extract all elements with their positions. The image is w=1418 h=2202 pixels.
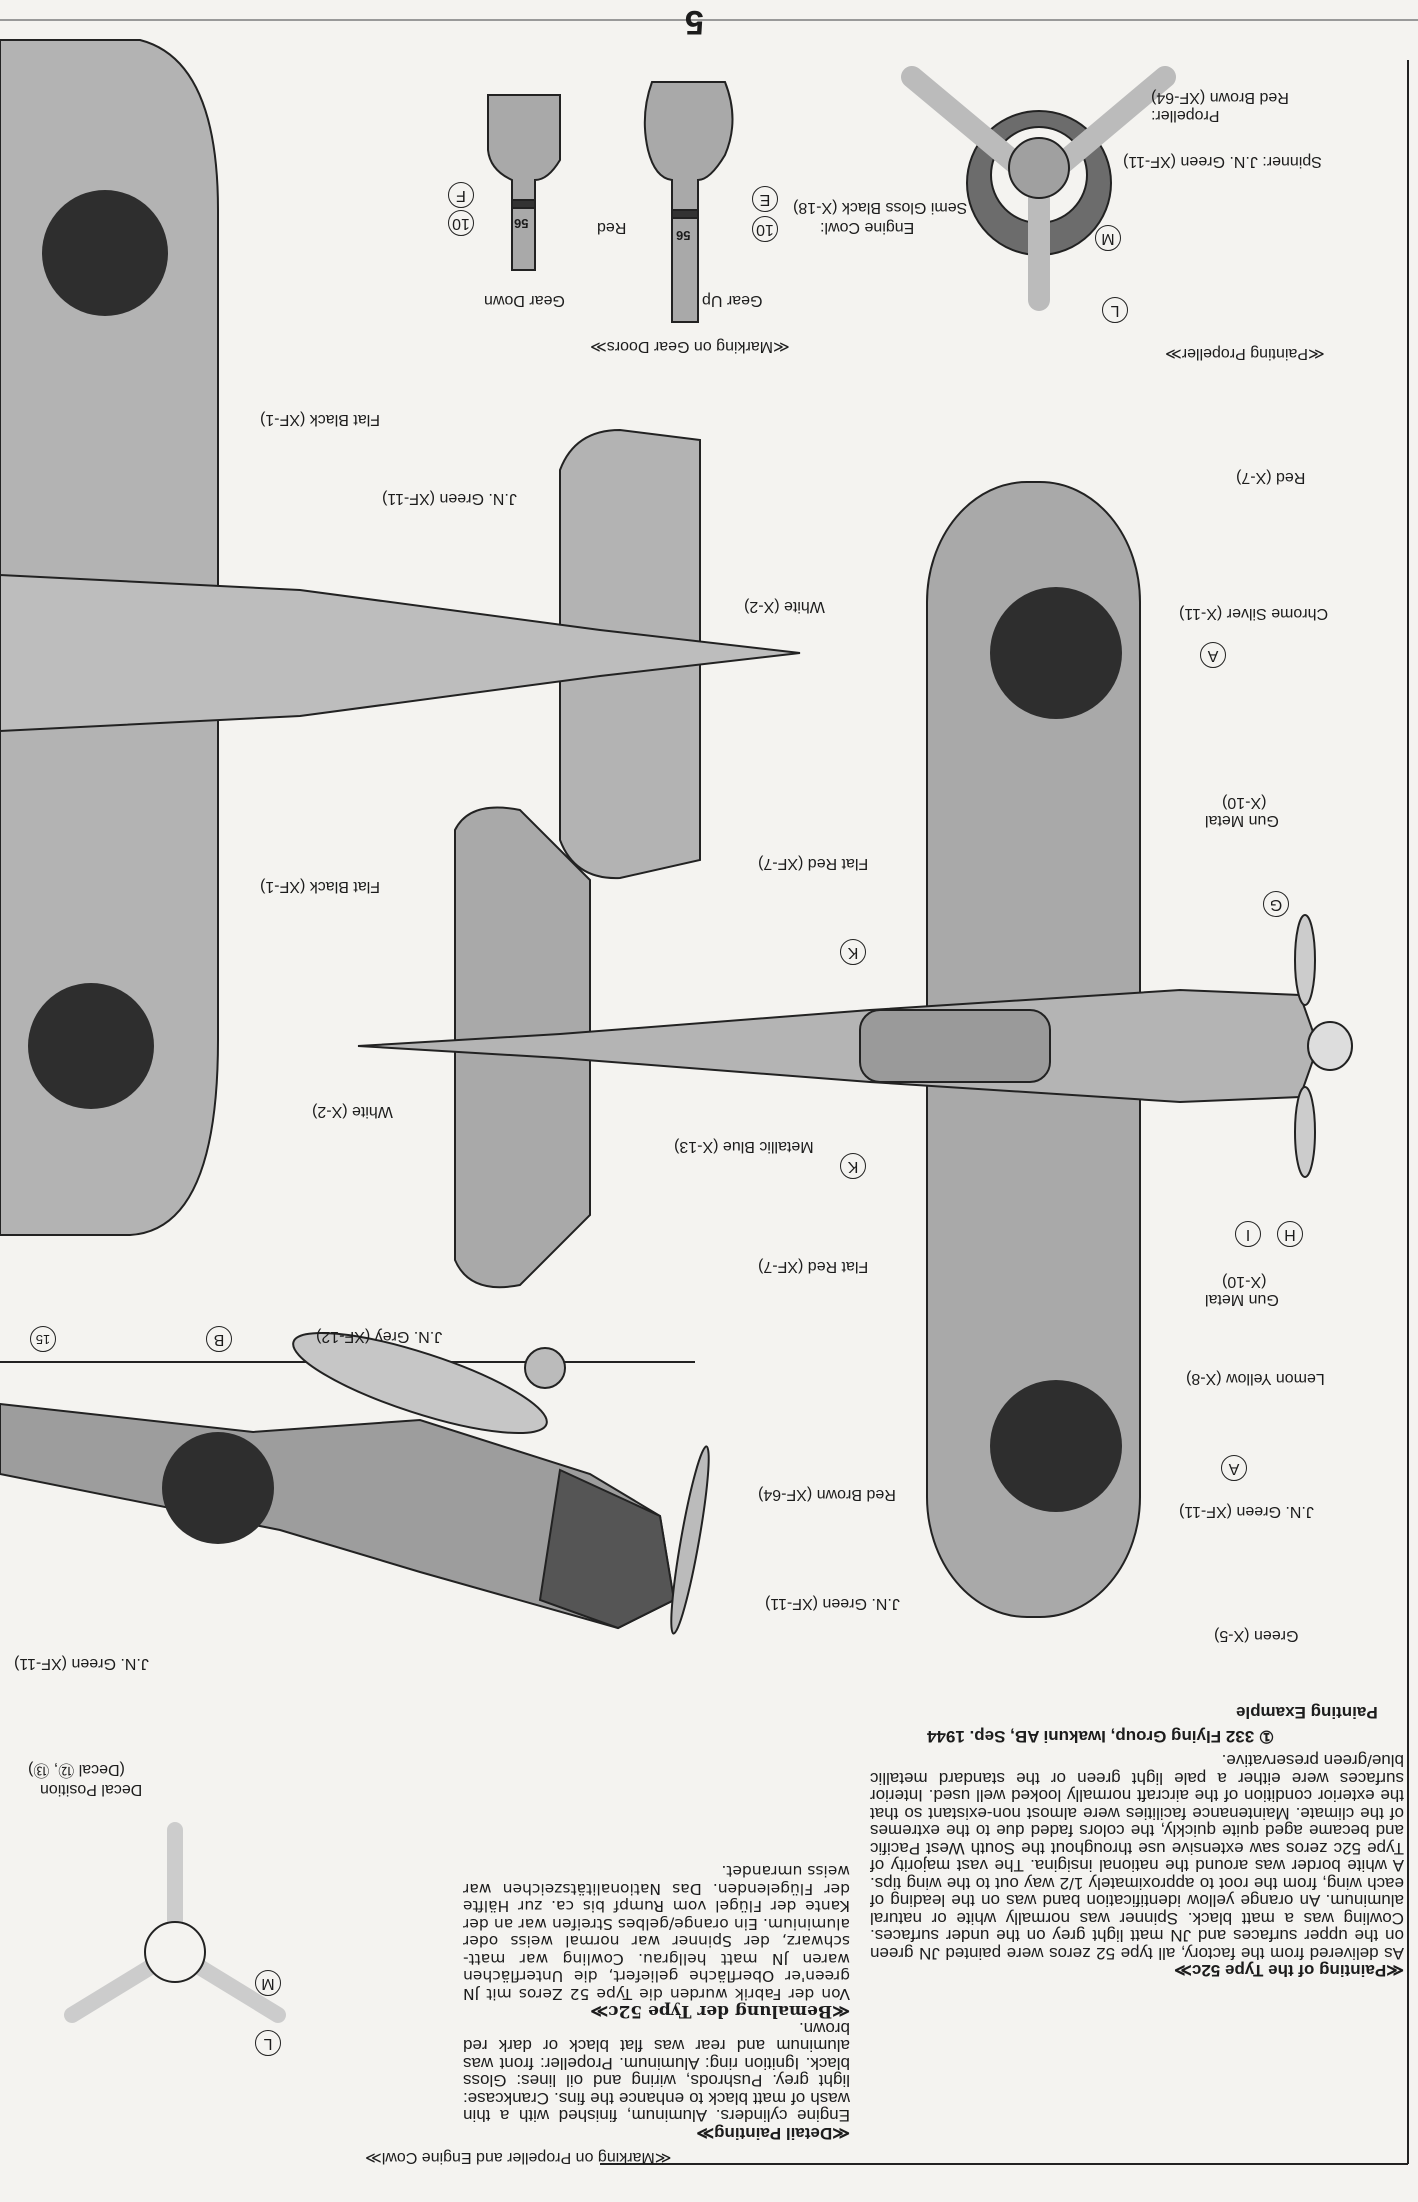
propeller-color-label: Red Brown (XF-64) <box>1151 89 1289 106</box>
label-flat-red-2: Flat Red (XF-7) <box>758 1258 869 1275</box>
label-flat-black-1: Flat Black (XF-1) <box>260 411 381 428</box>
label-flat-black-2: Flat Black (XF-1) <box>260 878 381 895</box>
callout-a-1: A <box>1200 642 1226 668</box>
propeller-label: Propeller: <box>1151 107 1220 124</box>
label-green-x5: Green (X-5) <box>1214 1627 1299 1644</box>
label-chrome-silver: Chrome Silver (X-11) <box>1179 605 1329 622</box>
callout-k-1: K <box>840 939 866 965</box>
label-lemon-yellow: Lemon Yellow (X-8) <box>1186 1370 1325 1387</box>
label-white-1: White (X-2) <box>744 598 825 615</box>
gear-down-label: Gear Down <box>484 292 565 309</box>
detail-painting-section: ≪Detail Painting≫ Engine cylinders. Alum… <box>463 1862 850 2144</box>
decal-propeller <box>64 1822 286 2023</box>
callout-10-down: 10 <box>448 210 474 236</box>
label-gun-metal-1-code: (X-10) <box>1222 794 1267 811</box>
label-metallic-blue: Metallic Blue (X-13) <box>674 1138 814 1155</box>
callout-a-2: A <box>1221 1455 1247 1481</box>
engine-cowl-label: Engine Cowl: <box>820 219 915 236</box>
callout-m: M <box>1095 225 1121 251</box>
callout-f: F <box>448 182 474 208</box>
decal-numbers: (Decal ⑫, ⑬) <box>28 1761 125 1778</box>
bemalung-body: Von der Fabrik wurden die Type 52 Zeros … <box>463 1862 850 2004</box>
label-gun-metal-2: Gun Metal <box>1205 1291 1279 1308</box>
label-gun-metal-2-code: (X-10) <box>1222 1273 1267 1290</box>
callout-m-decal: M <box>255 1970 281 1996</box>
decal-position-label: Decal Position <box>40 1781 143 1798</box>
gear-door-number-up: 56 <box>676 228 691 243</box>
callout-h: H <box>1277 1221 1303 1247</box>
gear-doors-title: ≪Marking on Gear Doors≫ <box>590 338 790 355</box>
label-jn-green-top: J.N. Green (XF-11) <box>1179 1503 1314 1520</box>
label-gun-metal-1: Gun Metal <box>1205 812 1279 829</box>
propeller-diagram <box>901 66 1176 311</box>
painting-type52c-body: As delivered from the factory, all type … <box>870 1751 1404 1964</box>
label-jn-grey: J.N. Grey (XF-12) <box>316 1328 443 1345</box>
top-view-aircraft <box>357 481 1353 1618</box>
label-white-2: White (X-2) <box>312 1103 393 1120</box>
callout-b: B <box>206 1326 232 1352</box>
red-label: Red <box>597 219 627 236</box>
page-number: 5 <box>685 3 704 41</box>
detail-painting-body: Engine cylinders. Aluminum, finished wit… <box>463 2019 850 2126</box>
engine-cowl-color-label: Semi Gloss Black (X-18) <box>793 199 968 216</box>
label-jn-green-side: J.N. Green (XF-11) <box>765 1595 900 1612</box>
gear-door-number-down: 56 <box>514 216 529 231</box>
callout-l: L <box>1102 297 1128 323</box>
painting-type52c-section: ≪Painting of the Type 52c≫ As delivered … <box>870 1751 1404 1981</box>
callout-g: G <box>1263 891 1289 917</box>
bemalung-title: ≪Bemalung der Type 52c≫ <box>590 2001 850 2022</box>
detail-painting-title: ≪Detail Painting≫ <box>696 2124 850 2143</box>
side-view-aircraft <box>0 1331 710 1635</box>
spinner-label: Spinner: J.N. Green (XF-11) <box>1123 153 1322 170</box>
callout-l-decal: L <box>255 2030 281 2056</box>
painting-example-title: Painting Example <box>1236 1703 1378 1722</box>
callout-e: E <box>752 186 778 212</box>
gear-door-down <box>487 94 561 271</box>
label-jn-green-bottom: J.N. Green (XF-11) <box>382 490 517 507</box>
callout-i: I <box>1235 1221 1261 1247</box>
callout-k-2: K <box>840 1153 866 1179</box>
gear-up-label: Gear Up <box>702 292 763 309</box>
painting-type52c-title: ≪Painting of the Type 52c≫ <box>1174 1961 1404 1981</box>
painting-propeller-title: ≪Painting Propeller≫ <box>1165 345 1325 362</box>
callout-15: 15 <box>30 1326 56 1352</box>
label-red-x7: Red (X-7) <box>1236 469 1306 486</box>
label-jn-green-side-2: J.N. Green (XF-11) <box>14 1655 149 1672</box>
painting-example-subtitle: ① 332 Flying Group, Iwakuni AB, Sep. 194… <box>927 1727 1275 1746</box>
marking-prop-cowl-title: ≪Marking on Propeller and Engine Cowl≫ <box>365 2149 672 2166</box>
label-red-brown: Red Brown (XF-64) <box>758 1486 896 1503</box>
label-flat-red-1: Flat Red (XF-7) <box>758 855 869 872</box>
gear-door-up <box>643 81 734 323</box>
callout-10-up: 10 <box>752 216 778 242</box>
bottom-view-aircraft <box>0 39 801 1236</box>
